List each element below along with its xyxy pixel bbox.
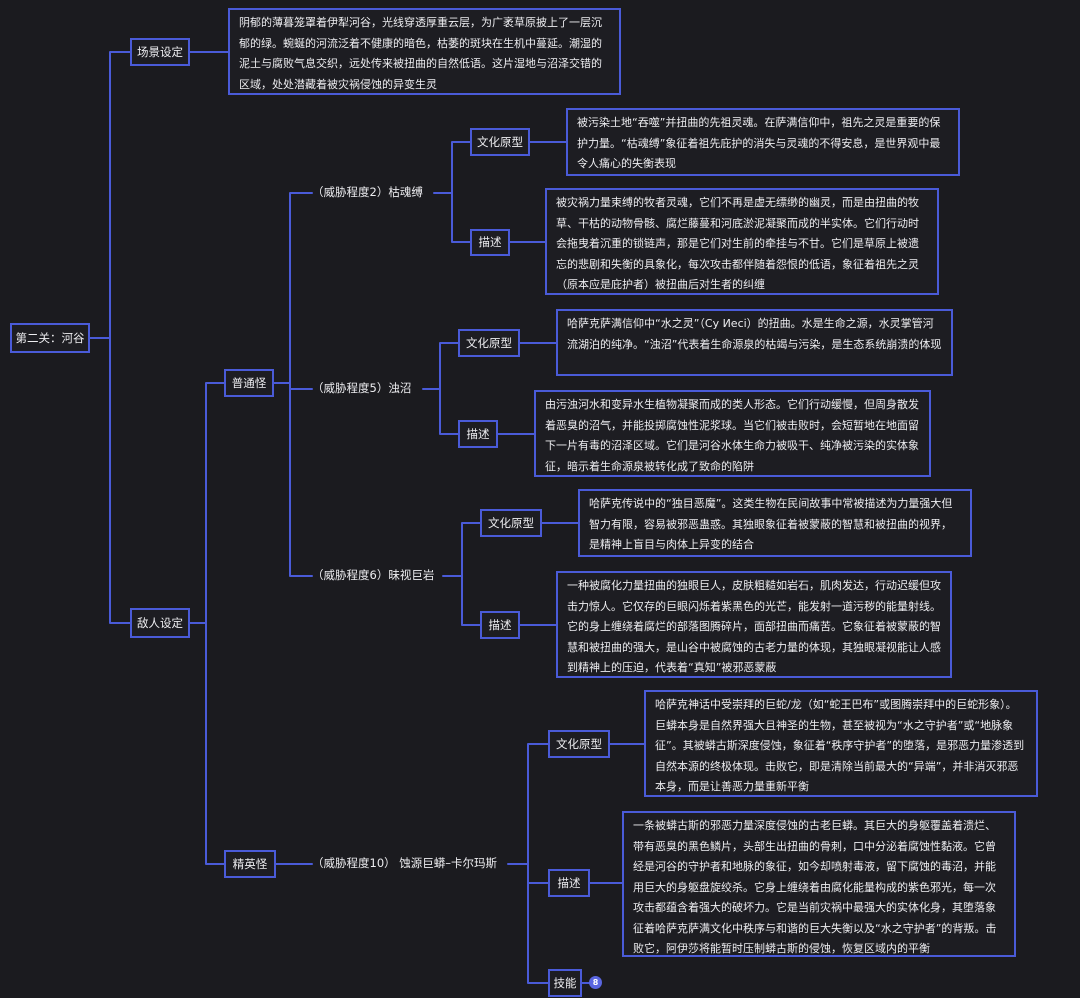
boss-archetype-text: 哈萨克神话中受崇拜的巨蛇/龙（如“蛇王巴布”或图腾崇拜中的巨蛇形象）。巨蟒本身是…	[644, 690, 1038, 797]
boss-description-text: 一条被蟒古斯的邪恶力量深度侵蚀的古老巨蟒。其巨大的身躯覆盖着溃烂、带有恶臭的黑色…	[622, 811, 1016, 957]
link-root-branches	[89, 51, 131, 624]
root-node[interactable]: 第二关：河谷	[10, 323, 90, 353]
scene-setting-node[interactable]: 场景设定	[130, 38, 190, 66]
m3-archetype-text: 哈萨克传说中的“独目恶魔”。这类生物在民间故事中常被描述为力量强大但智力有限，容…	[578, 489, 972, 557]
m2-description-node[interactable]: 描述	[458, 420, 498, 448]
m1-description-text: 被灾祸力量束缚的牧者灵魂，它们不再是虚无缥缈的幽灵，而是由扭曲的牧草、干枯的动物…	[545, 188, 939, 295]
link-m2-children	[422, 342, 459, 435]
m1-archetype-text: 被污染土地“吞噬”并扭曲的先祖灵魂。在萨满信仰中，祖先之灵是重要的保护力量。“枯…	[566, 108, 960, 176]
monster-zhuozhao-node[interactable]: （威胁程度5）浊沼	[312, 381, 412, 395]
m3-archetype-node[interactable]: 文化原型	[480, 509, 542, 537]
m1-archetype-node[interactable]: 文化原型	[470, 128, 530, 156]
link-normal-monsters	[273, 192, 313, 577]
m2-archetype-text: 哈萨克萨满信仰中“水之灵”（Су Иесі）的扭曲。水是生命之源，水灵掌管河流湖…	[556, 309, 953, 376]
m3-description-text: 一种被腐化力量扭曲的独眼巨人，皮肤粗糙如岩石，肌肉发达，行动迟缓但攻击力惊人。它…	[556, 571, 952, 678]
boss-karmas-node[interactable]: （威胁程度10） 蚀源巨蟒–卡尔玛斯	[312, 856, 498, 870]
link-boss-children	[507, 743, 549, 984]
monster-meishijuyan-node[interactable]: （威胁程度6）昧视巨岩	[312, 568, 435, 582]
link-enemy-branches	[189, 382, 225, 865]
boss-description-node[interactable]: 描述	[548, 869, 590, 897]
enemy-setting-node[interactable]: 敌人设定	[130, 608, 190, 638]
m2-description-text: 由污浊河水和变异水生植物凝聚而成的类人形态。它们行动缓慢，但周身散发着恶臭的沼气…	[534, 390, 931, 477]
link-m3-children	[442, 522, 481, 626]
m3-description-node[interactable]: 描述	[480, 611, 520, 639]
m2-archetype-node[interactable]: 文化原型	[458, 329, 520, 357]
collapsed-count-badge[interactable]: 8	[589, 976, 602, 989]
boss-archetype-node[interactable]: 文化原型	[548, 730, 610, 758]
boss-skill-node[interactable]: 技能	[548, 969, 582, 997]
normal-monster-node[interactable]: 普通怪	[224, 369, 274, 397]
scene-description-text: 阴郁的薄暮笼罩着伊犁河谷，光线穿透厚重云层，为广袤草原披上了一层沉郁的绿。蜿蜒的…	[228, 8, 621, 95]
elite-monster-node[interactable]: 精英怪	[224, 850, 276, 878]
link-m1-children	[433, 141, 471, 243]
m1-description-node[interactable]: 描述	[470, 229, 510, 256]
monster-kuhunfu-node[interactable]: （威胁程度2）枯魂缚	[312, 185, 423, 199]
